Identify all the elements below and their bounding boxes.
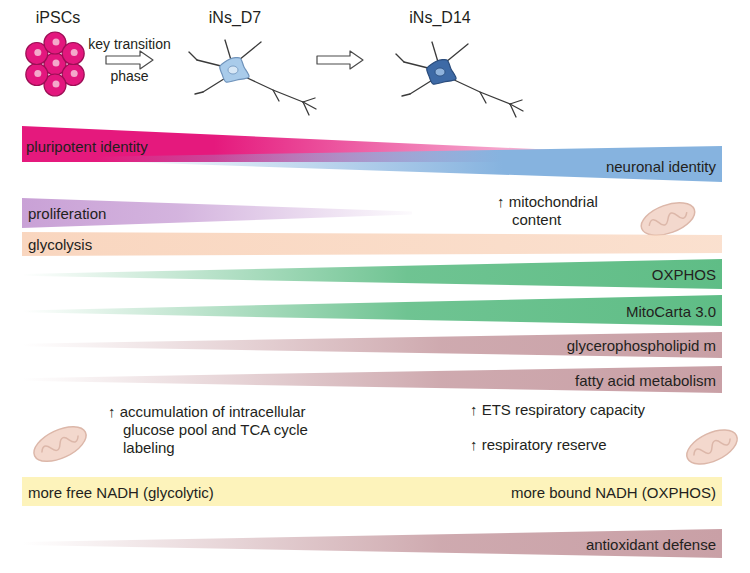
- band-label: more bound NADH (OXPHOS): [511, 484, 716, 499]
- neurite: [303, 98, 315, 102]
- cell-cluster: [26, 32, 84, 96]
- neurite: [446, 44, 468, 62]
- neurite: [273, 90, 279, 101]
- neurite: [243, 76, 303, 102]
- trend-band: neuronal identity: [95, 146, 722, 182]
- neurite: [189, 52, 197, 60]
- cell-nucleus: [53, 81, 60, 88]
- neurite: [225, 40, 231, 60]
- band-shape: [22, 529, 722, 558]
- trend-band: glycolysis: [22, 232, 722, 256]
- cell-nucleus: [71, 49, 78, 56]
- transition-arrow: [106, 51, 153, 69]
- trend-band: OXPHOS: [22, 259, 722, 289]
- trend-band: fatty acid metabolism: [22, 366, 722, 393]
- trend-band: glycerophospholipid m: [22, 332, 722, 358]
- stem-cell: [26, 64, 48, 86]
- mitochondrion-outer: [29, 419, 92, 468]
- band-shape: [22, 259, 722, 289]
- cell-nucleus: [53, 60, 60, 67]
- band-shape: [22, 477, 722, 506]
- node-shape: [22, 259, 722, 289]
- mitochondrion-cristae: [692, 434, 732, 459]
- node-shape: [22, 232, 722, 256]
- band-shape: [22, 198, 412, 228]
- band-label: neuronal identity: [606, 159, 716, 174]
- neurite: [402, 94, 410, 96]
- neurite: [480, 92, 486, 103]
- band-label: proliferation: [28, 206, 106, 221]
- node-shape: [22, 295, 722, 326]
- stem-cell: [62, 43, 84, 65]
- neuron-nucleus: [228, 66, 238, 74]
- trend-band: antioxidant defense: [22, 529, 722, 558]
- mitochondrion-icon: [29, 419, 92, 468]
- stage-title: iNs_D7: [155, 10, 315, 26]
- cell-nucleus: [71, 70, 78, 77]
- stage-title: iPSCs: [12, 10, 104, 26]
- mitochondrion-cristae: [40, 431, 80, 456]
- neurite: [195, 92, 203, 94]
- neurite: [239, 42, 261, 60]
- transition-arrow: [317, 51, 363, 69]
- mitochondrion-outer: [682, 423, 743, 471]
- neuron-stage: iNs_D7: [155, 4, 315, 104]
- mitochondrion-cristae: [648, 208, 689, 230]
- neurite: [510, 100, 522, 104]
- arrow-label: key transition phase: [80, 28, 180, 92]
- band-label: OXPHOS: [652, 267, 716, 282]
- mitochondrion-icon: [682, 423, 743, 471]
- neurite: [510, 104, 516, 117]
- band-label: more free NADH (glycolytic): [28, 484, 214, 499]
- neuron-icon: [396, 42, 523, 117]
- trend-band: more free NADH (glycolytic) more bound NA…: [22, 477, 722, 506]
- band-shape: [22, 295, 722, 326]
- band-label: MitoCarta 3.0: [626, 303, 716, 318]
- neurite: [303, 102, 309, 115]
- cell-nucleus: [34, 70, 41, 77]
- neurite: [396, 54, 404, 62]
- neurite: [432, 42, 438, 62]
- band-shape: [22, 366, 722, 393]
- annotation-text: ↑ mitochondrial content: [497, 193, 642, 229]
- band-shape: [22, 232, 722, 256]
- neurite: [450, 78, 510, 104]
- band-label: glycerophospholipid m: [567, 338, 716, 353]
- neuron-stage: iNs_D14: [365, 4, 515, 104]
- band-shape: [22, 332, 722, 358]
- annotation-text: ↑ accumulation of intracellular glucose …: [108, 403, 353, 457]
- cell-nucleus: [53, 39, 60, 46]
- band-shape: [95, 146, 722, 182]
- band-label: pluripotent identity: [26, 139, 148, 154]
- annotation-text: ↑ respiratory reserve: [470, 436, 715, 454]
- annotation-text: ↑ ETS respiratory capacity: [470, 401, 715, 419]
- band-label: antioxidant defense: [586, 536, 716, 551]
- band-label: fatty acid metabolism: [575, 372, 716, 387]
- stage-title: iNs_D14: [365, 10, 515, 26]
- neuron-soma: [220, 58, 249, 83]
- neuron-icon: [189, 40, 316, 115]
- cell-nucleus: [34, 49, 41, 56]
- trend-band: MitoCarta 3.0: [22, 295, 722, 326]
- trend-band: proliferation: [22, 198, 412, 228]
- neuron-nucleus: [435, 68, 445, 76]
- band-label: glycolysis: [28, 237, 92, 252]
- neuron-soma: [427, 60, 456, 85]
